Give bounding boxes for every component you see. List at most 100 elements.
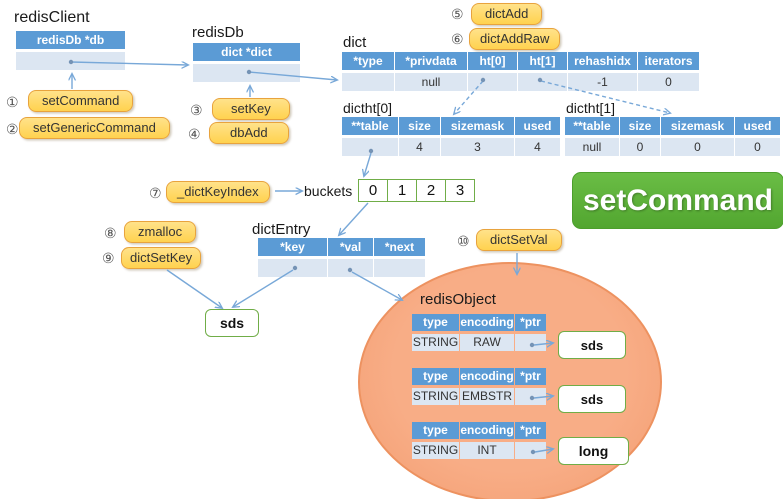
ro3-cell-encoding: INT xyxy=(460,442,514,459)
arrow-dictsetkey-to-sds xyxy=(166,269,222,308)
ro1-header-ptr: *ptr xyxy=(515,314,546,331)
sds-box-raw: sds xyxy=(558,331,626,359)
dictht0-cell-size: 4 xyxy=(399,138,440,156)
dictentry-header-key: *key xyxy=(258,238,327,256)
redisobject-table-embstr: type encoding *ptr STRING EMBSTR xyxy=(412,368,546,408)
dictht1-header-table: **table xyxy=(565,117,619,135)
dictentry-header-val: *val xyxy=(328,238,373,256)
bucket-2: 2 xyxy=(417,179,446,202)
dictentry-title: dictEntry xyxy=(252,221,311,238)
redisdb-table: dict *dict xyxy=(193,43,300,85)
step-8-badge: ⑧ xyxy=(104,225,117,241)
dictsetkey-fn: dictSetKey xyxy=(121,247,202,269)
ro1-header-encoding: encoding xyxy=(460,314,514,331)
dict-header-ht1: ht[1] xyxy=(518,52,567,70)
dict-cell-ht1 xyxy=(518,73,567,91)
dictht1-cell-sizemask: 0 xyxy=(661,138,734,156)
dictht0-header-used: used xyxy=(515,117,560,135)
step-5-badge: ⑤ xyxy=(451,6,464,22)
redisdb-row-cell xyxy=(193,64,300,82)
dict-header-type: *type xyxy=(342,52,394,70)
dictht1-title: dictht[1] xyxy=(566,100,616,116)
redisdb-header-cell: dict *dict xyxy=(193,43,300,61)
step-2-badge: ② xyxy=(6,121,19,137)
arrow-bucket0-to-dictentry xyxy=(339,202,369,235)
ro1-cell-ptr xyxy=(515,334,546,351)
step-1-badge: ① xyxy=(6,94,19,110)
dict-header-rehashidx: rehashidx xyxy=(568,52,637,70)
step-3-badge: ③ xyxy=(190,102,203,118)
redisclient-table: redisDb *db xyxy=(16,31,125,73)
dict-cell-type xyxy=(342,73,394,91)
dict-table: *type *privdata ht[0] ht[1] rehashidx it… xyxy=(342,52,699,94)
redisclient-header-cell: redisDb *db xyxy=(16,31,125,49)
dictht0-title: dictht[0] xyxy=(343,100,393,116)
dictsetval-fn: dictSetVal xyxy=(476,229,562,251)
ro3-header-encoding: encoding xyxy=(460,422,514,439)
dict-cell-iterators: 0 xyxy=(638,73,699,91)
redisclient-title: redisClient xyxy=(14,9,90,26)
dict-title: dict xyxy=(343,34,367,51)
ro2-cell-encoding: EMBSTR xyxy=(460,388,514,405)
dict-cell-privdata: null xyxy=(395,73,467,91)
dictht1-cell-size: 0 xyxy=(620,138,660,156)
ro2-header-type: type xyxy=(412,368,459,385)
bucket-3: 3 xyxy=(446,179,475,202)
buckets-label: buckets xyxy=(304,183,353,199)
dictht0-header-sizemask: sizemask xyxy=(441,117,514,135)
setkey-fn: setKey xyxy=(212,98,290,120)
zmalloc-fn: zmalloc xyxy=(124,221,197,243)
ro2-cell-type: STRING xyxy=(412,388,459,405)
redisobject-table-int: type encoding *ptr STRING INT xyxy=(412,422,546,462)
redisobject-title: redisObject xyxy=(420,291,496,308)
dictht1-header-size: size xyxy=(620,117,660,135)
ro2-cell-ptr xyxy=(515,388,546,405)
dictht0-header-table: **table xyxy=(342,117,398,135)
dictht0-cell-sizemask: 3 xyxy=(441,138,514,156)
dbadd-fn: dbAdd xyxy=(209,122,289,144)
dictentry-cell-val xyxy=(328,259,373,277)
dictht1-cell-used: 0 xyxy=(735,138,780,156)
dictht1-header-sizemask: sizemask xyxy=(661,117,734,135)
sds-box-main: sds xyxy=(205,309,259,337)
setgenericcommand-fn: setGenericCommand xyxy=(19,117,170,139)
dictht1-cell-table: null xyxy=(565,138,619,156)
dictentry-cell-next xyxy=(374,259,425,277)
dictht1-header-used: used xyxy=(735,117,780,135)
dictht0-header-size: size xyxy=(399,117,440,135)
bucket-0: 0 xyxy=(358,179,388,202)
dict-header-privdata: *privdata xyxy=(395,52,467,70)
dict-header-iterators: iterators xyxy=(638,52,699,70)
redisobject-table-raw: type encoding *ptr STRING RAW xyxy=(412,314,546,354)
dictht0-cell-used: 4 xyxy=(515,138,560,156)
step-7-badge: ⑦ xyxy=(149,185,162,201)
ro3-cell-type: STRING xyxy=(412,442,459,459)
setcommand-fn: setCommand xyxy=(28,90,134,112)
dict-header-ht0: ht[0] xyxy=(468,52,517,70)
dictentry-table: *key *val *next xyxy=(258,238,425,280)
step-6-badge: ⑥ xyxy=(451,31,464,47)
dictentry-header-next: *next xyxy=(374,238,425,256)
dictkeyindex-fn: _dictKeyIndex xyxy=(166,181,270,203)
dictht1-table: **table size sizemask used null 0 0 0 xyxy=(565,117,780,159)
ro1-cell-type: STRING xyxy=(412,334,459,351)
bucket-1: 1 xyxy=(388,179,417,202)
ro2-header-encoding: encoding xyxy=(460,368,514,385)
ro2-header-ptr: *ptr xyxy=(515,368,546,385)
ro3-header-ptr: *ptr xyxy=(515,422,546,439)
step-10-badge: ⑩ xyxy=(457,233,470,249)
dict-cell-rehashidx: -1 xyxy=(568,73,637,91)
redisclient-row-cell xyxy=(16,52,125,70)
dictaddraw-fn: dictAddRaw xyxy=(469,28,561,50)
dictht0-cell-table xyxy=(342,138,398,156)
dictadd-fn: dictAdd xyxy=(471,3,543,25)
step-9-badge: ⑨ xyxy=(102,250,115,266)
redisdb-title: redisDb xyxy=(192,24,244,41)
setcommand-banner: setCommand xyxy=(572,172,783,229)
ro3-header-type: type xyxy=(412,422,459,439)
ro1-header-type: type xyxy=(412,314,459,331)
dictentry-cell-key xyxy=(258,259,327,277)
sds-box-embstr: sds xyxy=(558,385,626,413)
buckets-array: 0 1 2 3 xyxy=(358,179,475,202)
